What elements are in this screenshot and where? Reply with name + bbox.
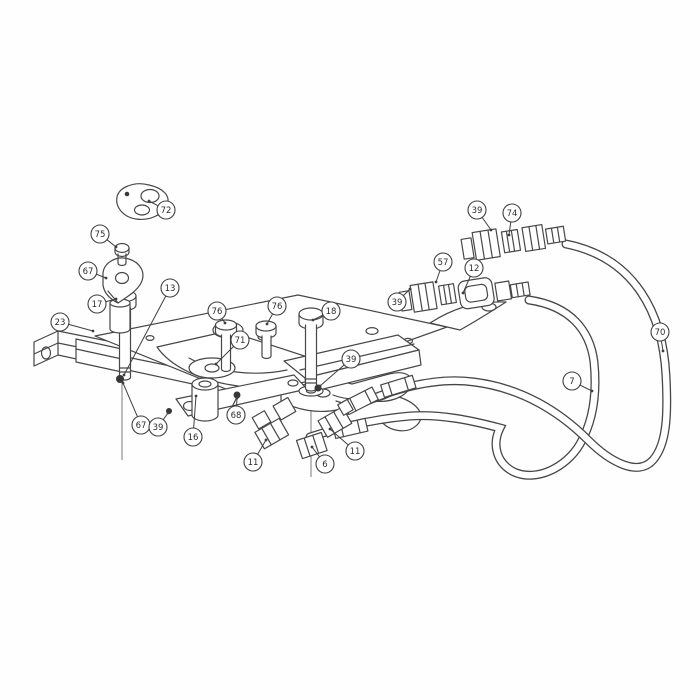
callout-70-16: 70	[650, 322, 670, 353]
svg-text:70: 70	[655, 328, 666, 338]
svg-text:67: 67	[83, 267, 94, 277]
callout-76-6: 76	[207, 301, 227, 325]
callout-74-12: 74	[502, 203, 522, 237]
callouts-layer: 72 75 67 13 17 23 76 71 76 18 39 39 74 57 12 39 70 7 67 39 1…	[50, 199, 670, 474]
hose-end-collar	[544, 225, 567, 245]
bolt-76-left	[214, 319, 238, 373]
elbow-fitting-11-left	[251, 410, 290, 450]
valve-hex	[494, 280, 513, 302]
svg-text:57: 57	[438, 258, 449, 268]
callout-7-17: 7	[562, 371, 594, 393]
fitting-39-mid	[409, 281, 438, 313]
svg-text:13: 13	[165, 284, 176, 294]
svg-text:11: 11	[350, 447, 361, 457]
fitting-row-top	[460, 224, 567, 261]
svg-text:71: 71	[235, 336, 246, 346]
nut-74	[500, 228, 522, 254]
callout-67-2: 67	[78, 261, 108, 281]
gasket-72	[116, 183, 169, 220]
svg-text:39: 39	[472, 206, 483, 216]
hydraulic-hose-7	[305, 295, 600, 480]
callout-68-21: 68	[226, 396, 246, 425]
callout-57-13: 57	[433, 252, 453, 284]
svg-text:16: 16	[188, 433, 199, 443]
callout-67-18: 67	[121, 381, 151, 435]
callout-18-9: 18	[311, 301, 341, 322]
callout-6-23: 6	[310, 445, 335, 474]
callout-13-3: 13	[122, 278, 180, 377]
callout-39-19: 39	[148, 411, 170, 437]
elbow-fitting-11-right	[317, 398, 354, 438]
bolt-18	[298, 307, 324, 392]
callout-39-11: 39	[467, 200, 493, 232]
nut-6	[295, 431, 328, 460]
svg-text:75: 75	[95, 230, 106, 240]
screw-75	[114, 242, 130, 267]
svg-text:76: 76	[212, 307, 223, 317]
hose-end-collar	[509, 281, 531, 299]
callout-23-5: 23	[50, 312, 95, 333]
svg-text:17: 17	[92, 300, 103, 310]
hose-collar	[380, 374, 417, 399]
svg-text:76: 76	[272, 302, 283, 312]
callout-71-7: 71	[214, 330, 250, 366]
callout-72-0: 72	[147, 199, 176, 220]
nut-57	[437, 283, 457, 306]
svg-text:6: 6	[322, 460, 327, 470]
svg-text:39: 39	[346, 355, 357, 365]
pivot-bolt-67	[116, 375, 124, 383]
fitting-39-top	[471, 228, 501, 261]
fitting-row-bottom	[398, 277, 531, 313]
callout-75-1: 75	[90, 224, 118, 249]
svg-text:12: 12	[469, 264, 480, 274]
callout-12-14: 12	[461, 258, 484, 295]
callout-39-10: 39	[318, 349, 361, 388]
bolt-76-right	[255, 320, 277, 360]
callout-11-24: 11	[328, 427, 365, 461]
svg-text:39: 39	[153, 423, 164, 433]
callout-16-20: 16	[183, 394, 203, 447]
svg-text:68: 68	[231, 411, 242, 421]
clamp-67	[102, 257, 144, 304]
fitting-collar	[460, 237, 475, 260]
svg-text:11: 11	[248, 458, 259, 468]
callout-39-15: 39	[387, 287, 412, 312]
svg-text:23: 23	[55, 318, 66, 328]
svg-text:39: 39	[392, 298, 403, 308]
spacer-67	[109, 298, 131, 334]
roller-cylinder	[191, 377, 219, 422]
ball-stud-68	[231, 391, 241, 408]
svg-text:74: 74	[507, 209, 518, 219]
svg-text:72: 72	[161, 206, 172, 216]
callout-11-22: 11	[243, 438, 268, 472]
svg-text:18: 18	[326, 307, 337, 317]
callout-76-8: 76	[265, 296, 287, 326]
svg-text:7: 7	[569, 377, 574, 387]
svg-text:67: 67	[136, 421, 147, 431]
elbow-body	[272, 396, 297, 421]
callout-17-4: 17	[87, 294, 118, 314]
swivel-nut	[521, 224, 547, 253]
